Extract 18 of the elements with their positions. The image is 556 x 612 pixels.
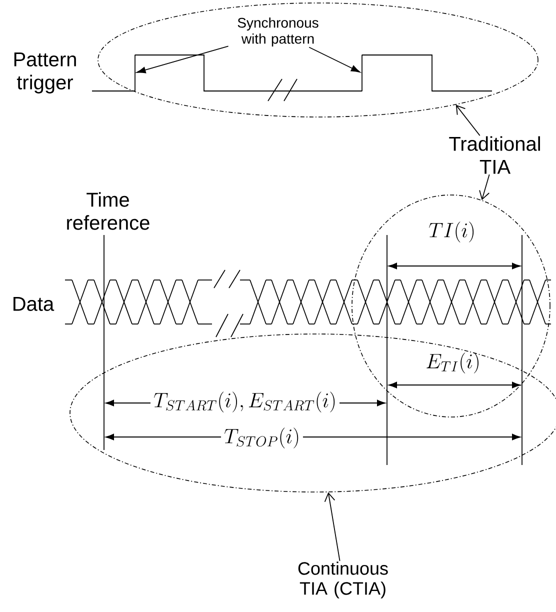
dimension-label: $E_{TI}(i)$ bbox=[426, 352, 478, 374]
annotation-text: Traditional TIA bbox=[449, 136, 540, 174]
leader-arrow bbox=[324, 492, 340, 562]
leader-arrow bbox=[456, 104, 480, 136]
dimension-label: $T_{STOP}(i)$ bbox=[221, 424, 303, 452]
annotation-text: Continuous TIA (CTIA) bbox=[298, 562, 388, 598]
dimension-label: $TI(i)$ bbox=[429, 222, 474, 242]
signal-label: Pattern trigger bbox=[14, 52, 76, 94]
annotation-text: Synchronous with pattern bbox=[238, 17, 318, 47]
leader-arrow bbox=[136, 46, 229, 74]
signal-label: Data bbox=[14, 297, 54, 311]
dimension-label: $T_{START}(i), E_{START}(i)$ bbox=[150, 388, 340, 416]
dashed-ellipse bbox=[98, 2, 538, 118]
leader-arrow bbox=[308, 46, 360, 72]
rising-edge bbox=[134, 54, 136, 92]
dashed-ellipse bbox=[352, 194, 550, 418]
leader-arrow bbox=[479, 174, 490, 200]
signal-label: Time reference bbox=[67, 192, 150, 230]
